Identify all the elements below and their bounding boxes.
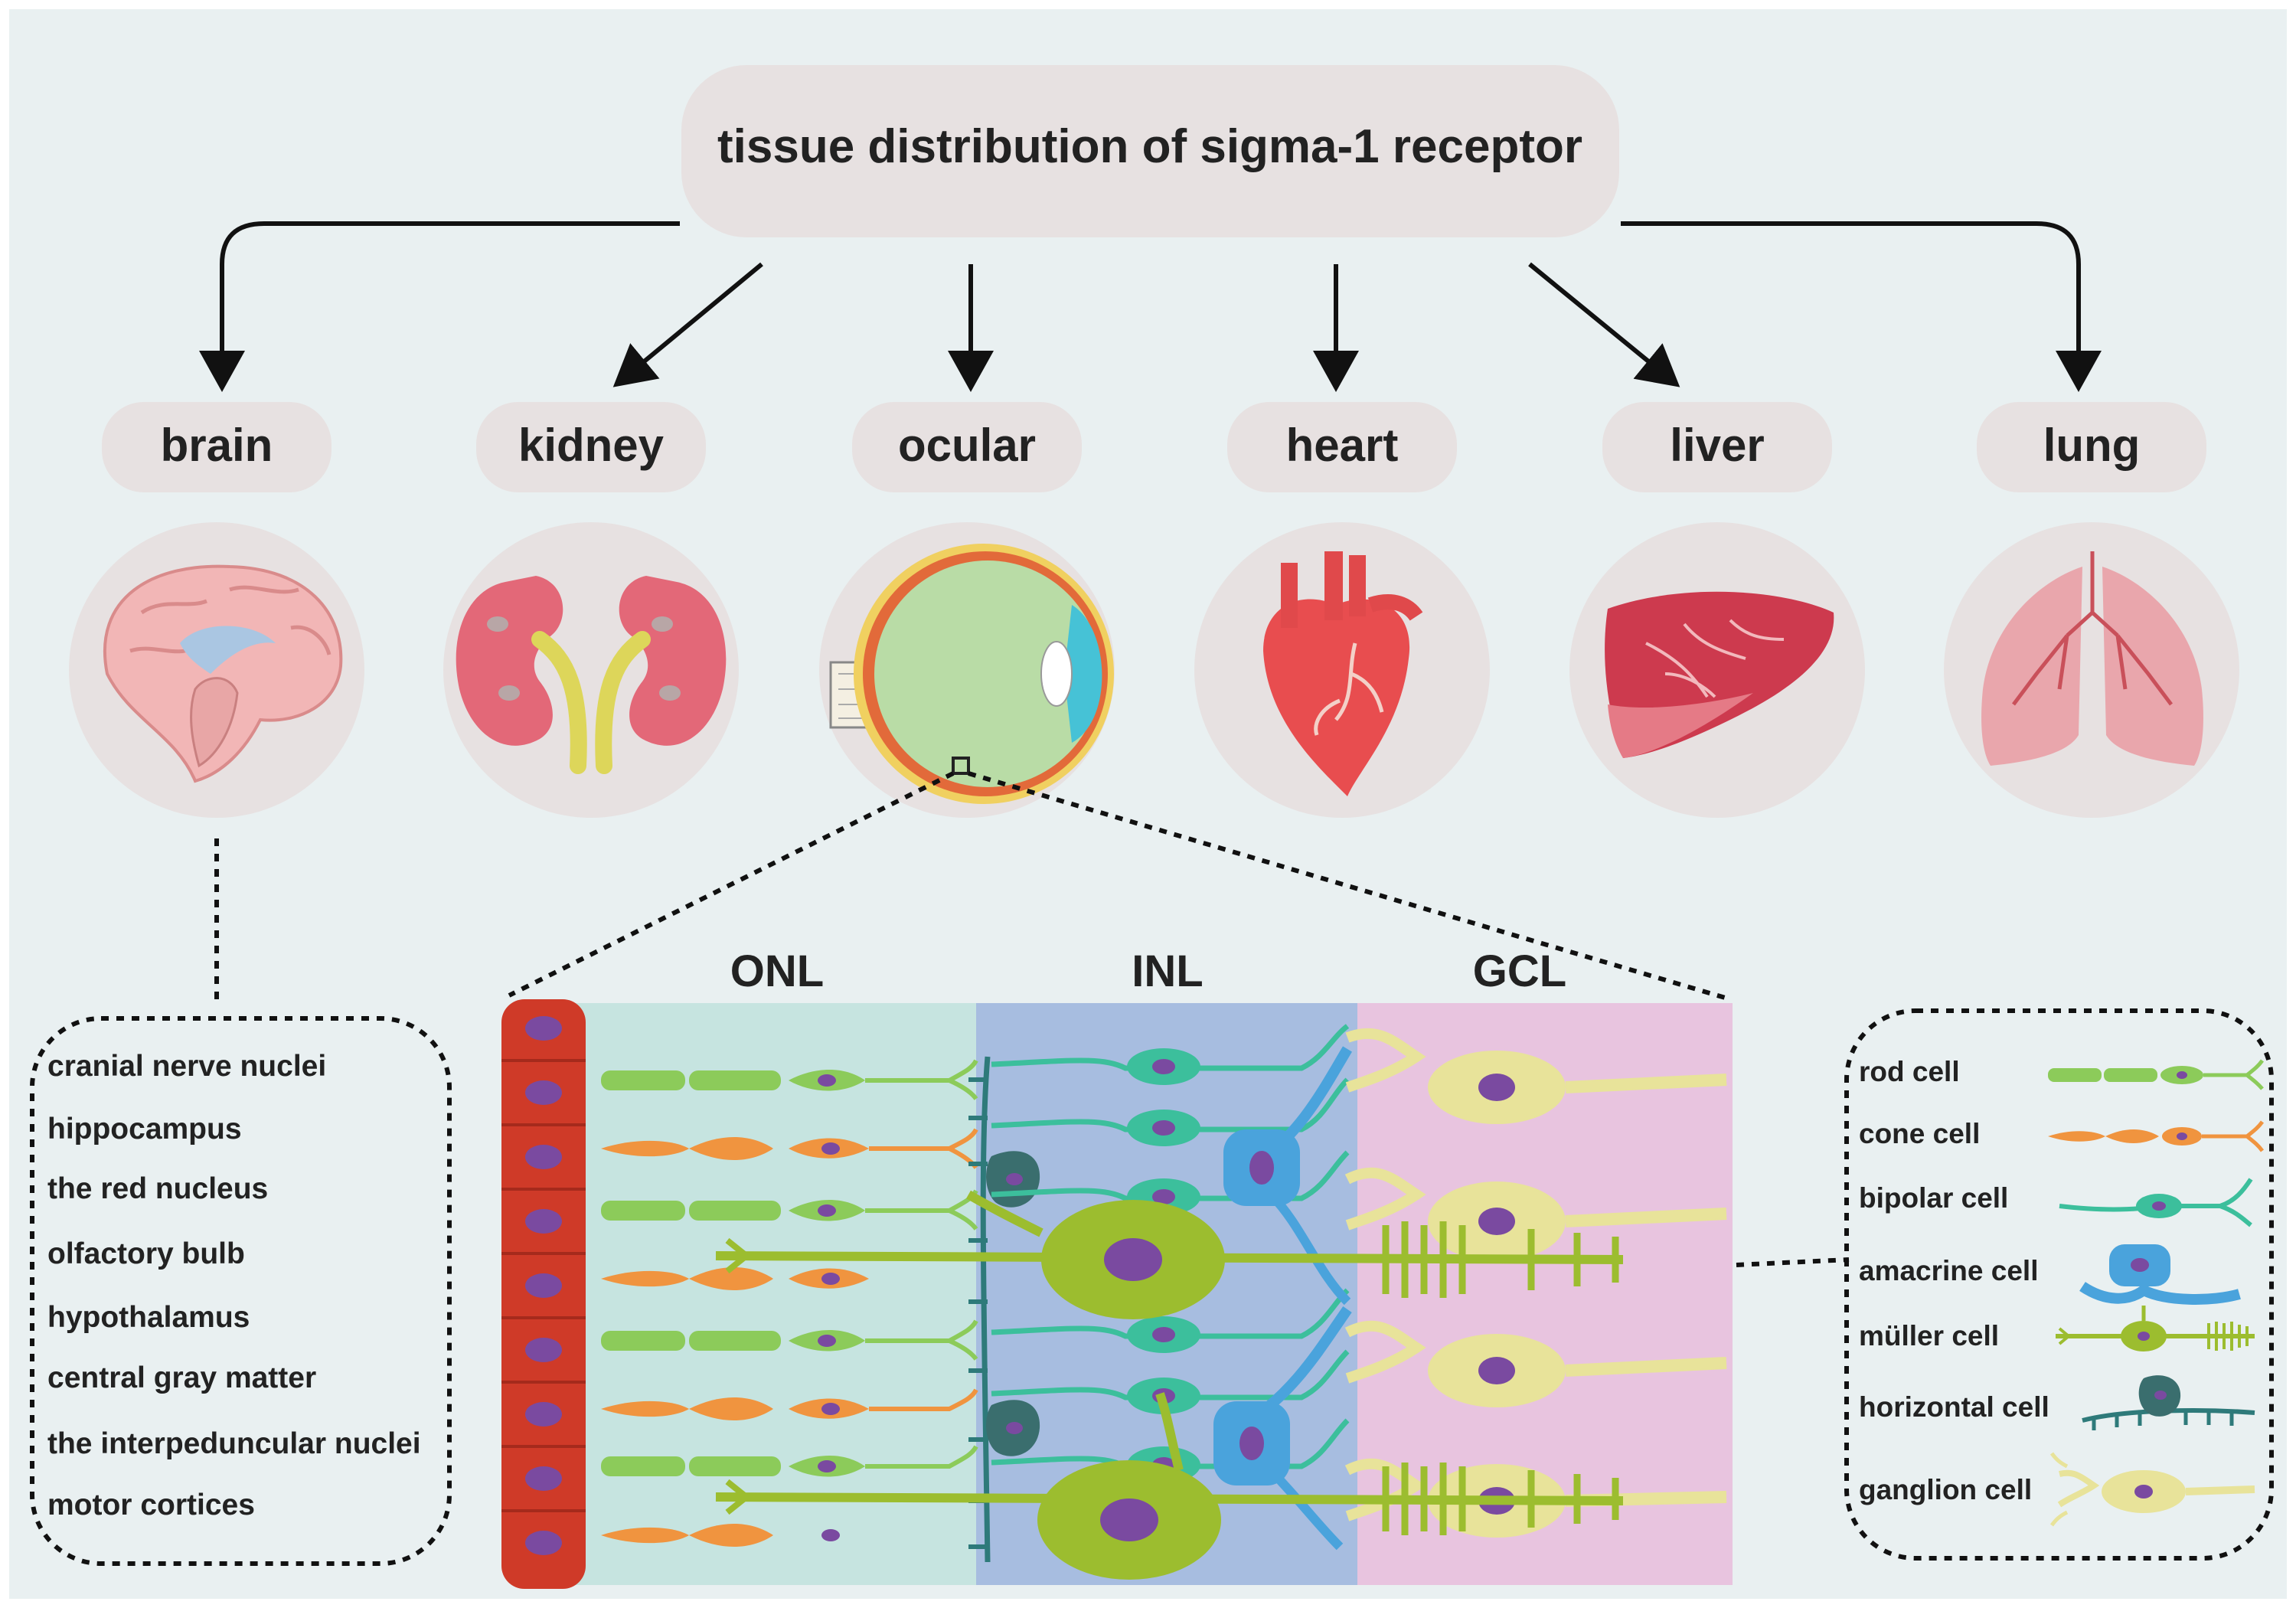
legend-row-ganglion: ganglion cell: [1859, 1452, 2255, 1527]
organ-labels: brain kidney ocular heart liver lung: [102, 402, 2206, 492]
layer-label-gcl: GCL: [1473, 946, 1566, 996]
zoom-line-right: [968, 771, 1731, 1002]
cone-cells: [601, 1128, 978, 1547]
cell-legend-box: [1844, 1008, 2274, 1561]
retina-panel: ONL INL GCL: [501, 946, 1733, 1589]
organ-label-ocular: ocular: [898, 420, 1036, 471]
zoom-line-left: [508, 771, 955, 998]
amacrine-cell-icon: [2079, 1244, 2241, 1305]
brain-region-item: motor cortices: [47, 1489, 255, 1521]
heart-icon: [1263, 551, 1423, 796]
layer-label-inl: INL: [1132, 946, 1203, 996]
legend-label: horizontal cell: [1859, 1391, 2049, 1423]
organ-label-heart: heart: [1286, 420, 1399, 471]
organ-pill-brain: [102, 402, 331, 492]
organ-pill-kidney: [476, 402, 706, 492]
organ-label-brain: brain: [161, 420, 273, 471]
rpe-cells: [501, 999, 586, 1589]
arrow-to-kidney: [612, 262, 763, 387]
legend-label: ganglion cell: [1859, 1474, 2032, 1505]
muller-cells: [715, 1190, 1624, 1580]
eye-icon: [829, 544, 1114, 804]
horizontal-cell-icon: [2082, 1375, 2255, 1430]
legend-label: cone cell: [1859, 1118, 1980, 1149]
brain-region-box: [30, 1016, 452, 1566]
rod-cell-icon: [2048, 1059, 2265, 1090]
legend-row-bipolar: bipolar cell: [1859, 1178, 2253, 1227]
brain-region-item: cranial nerve nuclei: [47, 1050, 326, 1083]
liver-icon: [1605, 591, 1834, 758]
ganglion-cell-icon: [2049, 1452, 2255, 1527]
brain-region-item: hippocampus: [47, 1113, 242, 1146]
organ-label-liver: liver: [1670, 420, 1764, 471]
bipolar-cells: [991, 1024, 1350, 1469]
amacrine-cells: [1213, 1046, 1353, 1551]
legend-row-amacrine: amacrine cell: [1859, 1244, 2241, 1305]
rod-cells: [601, 1059, 978, 1477]
diagram-title: tissue distribution of sigma-1 receptor: [717, 120, 1582, 173]
legend-label: bipolar cell: [1859, 1182, 2008, 1214]
layer-label-onl: ONL: [730, 946, 824, 996]
organ-label-kidney: kidney: [518, 420, 665, 471]
legend-connector: [1736, 1257, 1850, 1267]
arrows: [199, 221, 2102, 392]
brain-region-item: hypothalamus: [47, 1301, 250, 1334]
organ-pill-heart: [1227, 402, 1457, 492]
muller-cell-icon: [2056, 1306, 2255, 1351]
arrow-to-liver: [1528, 262, 1680, 387]
brain-region-item: central gray matter: [47, 1361, 316, 1394]
brain-region-item: olfactory bulb: [47, 1237, 245, 1270]
brain-region-list: cranial nerve nuclei hippocampus the red…: [47, 1050, 421, 1521]
brain-icon: [103, 564, 343, 783]
legend-row-cone: cone cell: [1859, 1118, 2265, 1152]
legend-label: rod cell: [1859, 1056, 1960, 1087]
cone-cell-icon: [2048, 1120, 2265, 1152]
cell-legend: rod cell cone cell bipolar cell: [1859, 1056, 2265, 1527]
kidney-icon: [456, 576, 727, 774]
lung-icon: [1981, 551, 2203, 766]
organ-pill-ocular: [852, 402, 1082, 492]
title-pill: [681, 65, 1619, 237]
brain-region-item: the interpeduncular nuclei: [47, 1427, 421, 1460]
arrow-to-brain: [199, 221, 680, 392]
bipolar-cell-icon: [2059, 1178, 2253, 1227]
legend-row-rod: rod cell: [1859, 1056, 2265, 1090]
legend-row-muller: müller cell: [1859, 1306, 2255, 1351]
legend-row-horizontal: horizontal cell: [1859, 1375, 2255, 1430]
retina-layer-onl: [536, 1003, 976, 1585]
arrow-to-lung: [1621, 221, 2102, 392]
organ-pill-lung: [1977, 402, 2206, 492]
organ-pill-liver: [1602, 402, 1832, 492]
organ-circles: [69, 522, 2239, 818]
legend-label: amacrine cell: [1859, 1255, 2038, 1286]
organ-label-lung: lung: [2043, 420, 2141, 471]
legend-label: müller cell: [1859, 1320, 1999, 1351]
brain-region-item: the red nucleus: [47, 1172, 268, 1205]
